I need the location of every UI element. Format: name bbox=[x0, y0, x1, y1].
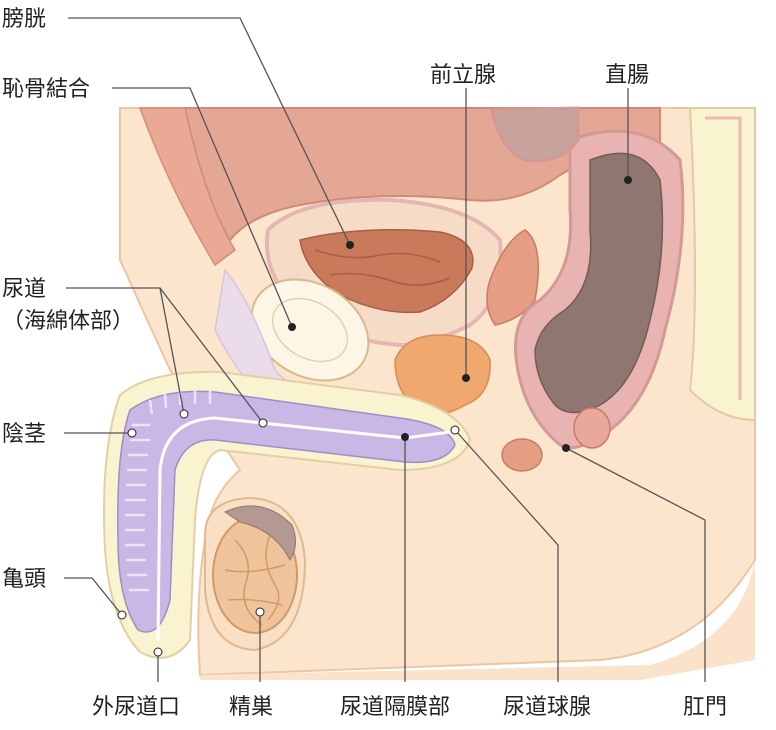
urethra-line bbox=[156, 416, 451, 641]
urethra-leader-2 bbox=[159, 287, 185, 415]
corpus-spongiosum bbox=[117, 390, 456, 633]
sigmoid-colon bbox=[490, 106, 580, 163]
label-membranous-urethra: 尿道隔膜部 bbox=[340, 695, 450, 720]
abdominal-wall bbox=[138, 107, 236, 267]
label-urethra-sub: （海綿体部） bbox=[2, 309, 134, 334]
label-anus: 肛門 bbox=[683, 695, 727, 720]
epididymis bbox=[223, 505, 296, 561]
label-bulbourethral-gland: 尿道球腺 bbox=[503, 695, 591, 720]
glans-leader bbox=[64, 577, 123, 616]
label-pubic-symphysis: 恥骨結合 bbox=[2, 77, 90, 102]
seminal-vesicle bbox=[486, 229, 540, 326]
pubic-symphysis-shape bbox=[250, 278, 370, 382]
anatomy-illustration bbox=[103, 106, 756, 680]
bladder-leader bbox=[68, 17, 351, 246]
sacrum-layer bbox=[688, 107, 756, 422]
bulbourethral-gland-leader bbox=[454, 429, 559, 682]
cavernous-ribbing bbox=[125, 390, 212, 592]
label-urethra: 尿道 bbox=[2, 277, 46, 302]
label-external-urethral-orifice: 外尿道口 bbox=[92, 695, 180, 720]
anus-leader bbox=[565, 447, 706, 682]
pubic-symphysis-leader bbox=[112, 87, 293, 328]
label-penis: 陰茎 bbox=[2, 422, 46, 447]
bulbourethral-gland-shape bbox=[501, 438, 543, 472]
label-prostate: 前立腺 bbox=[430, 63, 496, 88]
label-rectum: 直腸 bbox=[605, 63, 649, 88]
label-bladder: 膀胱 bbox=[2, 7, 46, 32]
labels: 膀胱 恥骨結合 前立腺 直腸 尿道 （海綿体部） 陰茎 亀頭 外尿道口 精巣 尿… bbox=[2, 7, 727, 720]
thigh bbox=[200, 560, 755, 680]
leader-lines bbox=[64, 17, 706, 682]
label-testis: 精巣 bbox=[229, 695, 273, 720]
label-glans: 亀頭 bbox=[2, 567, 46, 592]
